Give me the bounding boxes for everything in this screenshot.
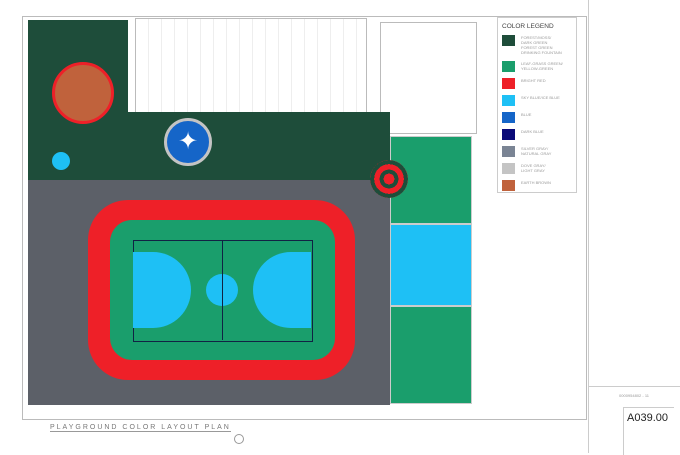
center-line [222,240,223,340]
target-ring [370,160,408,198]
title-block-divider [588,0,589,453]
court-key-right [253,252,311,328]
legend-item: BRIGHT RED [502,78,572,89]
sky-blue-area [390,224,472,306]
legend-item: DOVE GRAY/ LIGHT GRAY [502,163,572,174]
legend-item: EARTH BROWN [502,180,572,191]
legend-label: BLUE [521,112,532,117]
compass-rose: ✦ [164,118,212,166]
title-block: 0000954802 - 11 A039.00 [588,386,680,455]
legend-label: BRIGHT RED [521,78,546,83]
green-game-area [390,306,472,404]
legend-item: LEAF-GRASS GREEN/ YELLOW-GREEN [502,61,572,72]
north-arrow-icon [234,434,244,444]
legend-swatch [502,78,515,89]
legend-label: SKY BLUE/ICE BLUE [521,95,560,100]
legend-item: BLUE [502,112,572,123]
legend-item: SKY BLUE/ICE BLUE [502,95,572,106]
color-legend: COLOR LEGEND FOREST/MOSS/ DARK GREEN FOR… [497,17,577,193]
legend-label: SILVER GRAY/ NATURAL GRAY [521,146,552,156]
legend-label: EARTH BROWN [521,180,551,185]
legend-swatch [502,146,515,157]
legend-label: FOREST/MOSS/ DARK GREEN FOREST GREEN DRI… [521,35,562,55]
legend-swatch [502,61,515,72]
drawing-title: PLAYGROUND COLOR LAYOUT PLAN [50,424,231,432]
building-outline [135,18,367,115]
legend-swatch [502,35,515,46]
legend-swatch [502,180,515,191]
legend-heading: COLOR LEGEND [502,23,554,30]
drawing-border [22,16,587,420]
earth-brown-medallion [52,62,114,124]
legend-item: SILVER GRAY/ NATURAL GRAY [502,146,572,157]
project-number: 0000954802 - 11 [619,393,649,398]
building-outline-right [380,22,477,134]
legend-swatch [502,95,515,106]
legend-label: DOVE GRAY/ LIGHT GRAY [521,163,546,173]
legend-item: DARK BLUE [502,129,572,140]
legend-swatch [502,112,515,123]
globe-icon [52,152,70,170]
legend-swatch [502,163,515,174]
legend-item: FOREST/MOSS/ DARK GREEN FOREST GREEN DRI… [502,35,572,55]
legend-label: LEAF-GRASS GREEN/ YELLOW-GREEN [521,61,563,71]
court-key-left [133,252,191,328]
sheet-number: A039.00 [627,412,668,424]
legend-swatch [502,129,515,140]
legend-label: DARK BLUE [521,129,544,134]
